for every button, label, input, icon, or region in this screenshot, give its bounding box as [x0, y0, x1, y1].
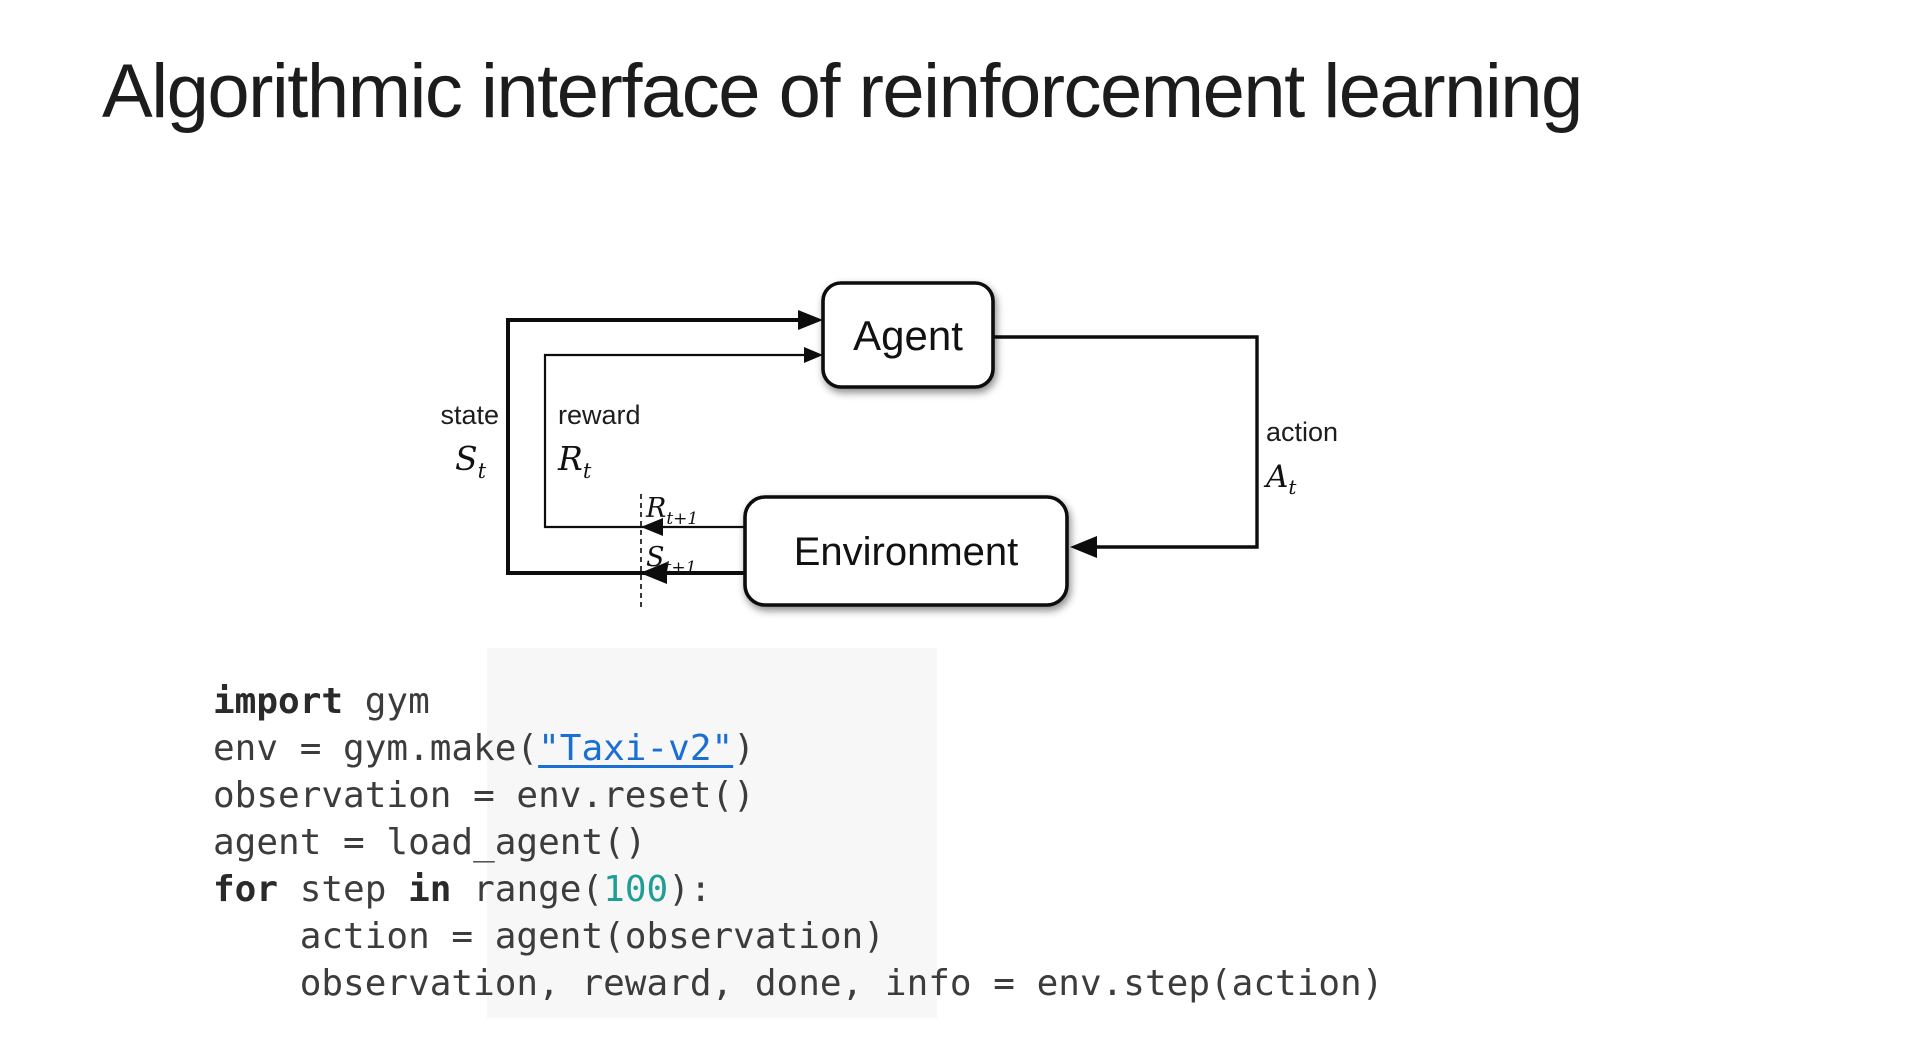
code-token: 100 [603, 869, 669, 910]
code-line: import gym [213, 678, 1383, 725]
code-token: action = agent(observation) [213, 916, 885, 957]
next-state-symbol: St+1 [646, 542, 696, 578]
state-arrowhead [798, 310, 823, 330]
code-line: for step in range(100): [213, 866, 1383, 913]
code-line: env = gym.make("Taxi-v2") [213, 725, 1383, 772]
code-line: observation, reward, done, info = env.st… [213, 960, 1384, 1007]
code-token: ) [733, 728, 755, 769]
code-token: range( [451, 869, 604, 910]
slide-title: Algorithmic interface of reinforcement l… [102, 49, 1583, 134]
environment-box [743, 495, 1069, 607]
background-band [487, 648, 937, 1018]
reward-symbol: Rt [557, 439, 592, 483]
code-token: in [408, 869, 452, 910]
code-token: step [278, 869, 409, 910]
code-line: action = agent(observation) [213, 913, 1383, 960]
reward-label: reward [558, 400, 641, 430]
code-token: import [213, 681, 344, 722]
action-symbol: At [1263, 459, 1297, 499]
code-token: for [213, 869, 279, 910]
code-line: agent = load_agent() [213, 819, 1383, 866]
state-symbol: St [455, 439, 487, 483]
code-token: ): [668, 869, 712, 910]
environment-box-label: Environment [794, 530, 1019, 574]
code-token: agent = load_agent() [213, 822, 647, 863]
code-link-taxi-v2[interactable]: "Taxi-v2" [538, 728, 734, 769]
code-token: observation, reward, done, info = env.st… [213, 963, 1384, 1004]
agent-box-label: Agent [853, 312, 963, 359]
action-arrowhead [1070, 536, 1097, 558]
agent-box [821, 281, 995, 389]
action-loop-line [993, 335, 1259, 549]
next-reward-symbol: Rt+1 [645, 493, 698, 529]
next-reward-arrowhead [641, 518, 663, 536]
code-token: gym [343, 681, 430, 722]
next-state-arrowhead [640, 562, 667, 584]
state-loop-line [506, 318, 802, 575]
action-label: action [1266, 417, 1338, 447]
code-token: env = gym.make( [213, 728, 539, 769]
code-token: observation = env.reset() [213, 775, 755, 816]
code-line: observation = env.reset() [213, 772, 1383, 819]
state-label: state [440, 400, 499, 430]
reward-arrowhead [804, 347, 823, 363]
